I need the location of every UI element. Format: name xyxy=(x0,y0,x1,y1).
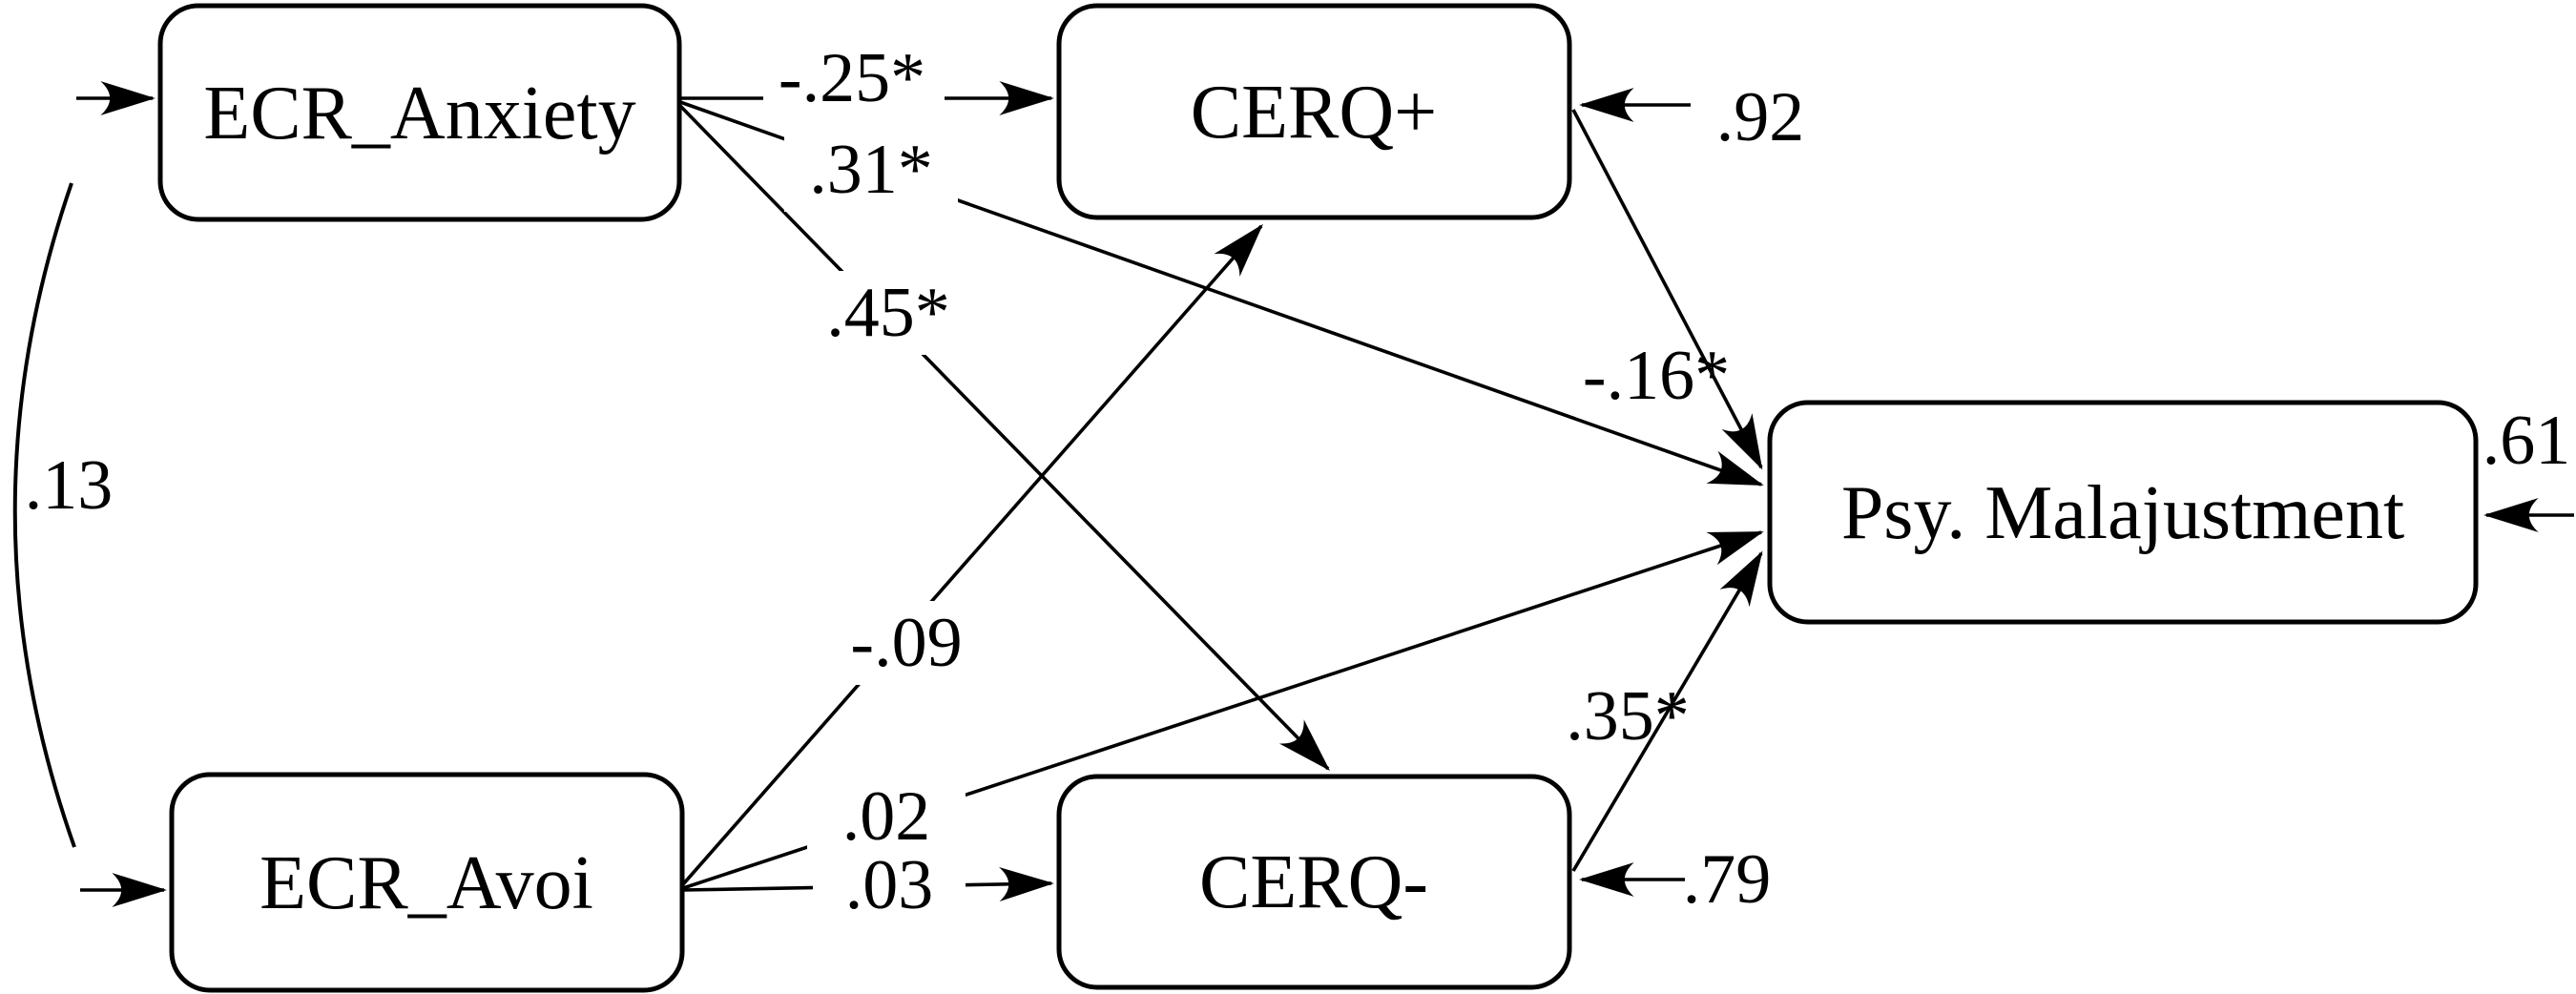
node-ecr-anxiety-box xyxy=(157,3,682,222)
node-psy-malajustment-label: Psy. Malajustment xyxy=(1841,471,2404,555)
node-cerq-minus: CERQ- xyxy=(1056,774,1572,990)
label-mask xyxy=(763,40,945,111)
residual-label-cerq-plus: .92 xyxy=(1716,78,1805,156)
node-cerq-minus-label: CERQ- xyxy=(1199,840,1428,924)
node-cerq-minus-box xyxy=(1056,774,1572,990)
node-cerq-plus-label: CERQ+ xyxy=(1191,71,1437,155)
path-cerq-minus-to-psy xyxy=(1571,550,1763,872)
covariance-label-anxiety-avoi: .13 xyxy=(25,446,114,525)
node-psy-malajustment-box xyxy=(1767,400,2479,625)
node-ecr-anxiety: ECR_Anxiety xyxy=(157,3,682,222)
node-ecr-avoi: ECR_Avoi xyxy=(169,772,685,993)
label-mask xyxy=(807,778,966,855)
residual-label-psy: .61 xyxy=(2483,402,2571,480)
coef-anxiety-to-cerq-plus: -.25* xyxy=(779,39,925,117)
node-ecr-anxiety-label: ECR_Anxiety xyxy=(203,72,635,155)
label-mask xyxy=(784,128,958,212)
label-mask xyxy=(817,601,996,685)
path-avoi-to-cerq-plus xyxy=(681,223,1263,886)
label-mask xyxy=(813,849,966,923)
path-anxiety-to-cerq-minus xyxy=(678,104,1331,772)
node-cerq-plus-box xyxy=(1056,3,1572,220)
node-ecr-avoi-box xyxy=(169,772,685,993)
coef-avoi-to-cerq-plus: -.09 xyxy=(850,604,962,682)
coef-cerq-minus-to-psy: .35* xyxy=(1566,677,1690,756)
coef-avoi-to-psy: .02 xyxy=(842,777,931,856)
path-cerq-plus-to-psy xyxy=(1571,109,1763,470)
node-ecr-avoi-label: ECR_Avoi xyxy=(260,841,593,925)
coef-avoi-to-cerq-minus: .03 xyxy=(845,846,934,924)
coef-cerq-plus-to-psy: -.16* xyxy=(1583,337,1730,415)
node-psy-malajustment: Psy. Malajustment xyxy=(1767,400,2479,625)
covariance-arc-anxiety-avoi xyxy=(12,182,76,848)
node-cerq-plus: CERQ+ xyxy=(1056,3,1572,220)
label-mask xyxy=(801,271,975,355)
coef-anxiety-to-cerq-minus: .45* xyxy=(826,274,950,352)
coef-anxiety-to-psy: .31* xyxy=(809,131,933,209)
residual-label-cerq-minus: .79 xyxy=(1683,840,1772,919)
